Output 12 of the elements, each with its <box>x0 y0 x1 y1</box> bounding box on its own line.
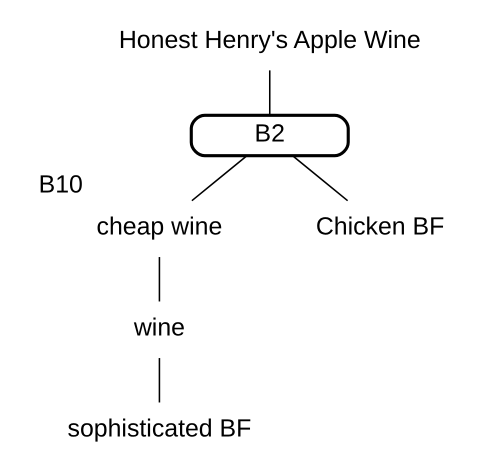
connector <box>158 257 160 302</box>
node-text: wine <box>134 314 185 342</box>
connector <box>158 358 160 402</box>
node-box: B2 <box>190 114 350 158</box>
node-text: cheap wine <box>96 212 222 241</box>
connector <box>268 70 271 115</box>
node-text: Honest Henry's Apple Wine <box>118 26 421 54</box>
node-label: B10 <box>38 170 83 199</box>
connector <box>292 155 348 202</box>
connector <box>191 155 248 202</box>
node-text: Chicken BF <box>316 212 444 241</box>
node-text: sophisticated BF <box>68 414 252 443</box>
